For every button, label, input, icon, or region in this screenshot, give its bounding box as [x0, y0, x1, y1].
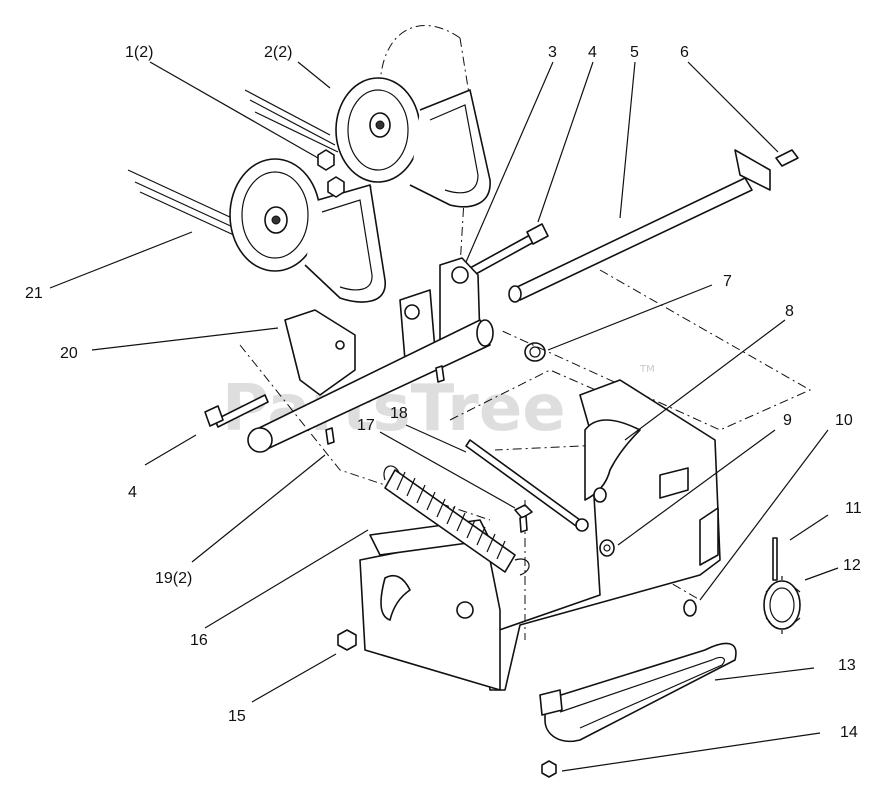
- rod-18: [465, 439, 589, 532]
- callout-18: 18: [390, 405, 408, 422]
- pivot-tube: [247, 319, 494, 453]
- handle-13: [539, 642, 737, 742]
- callout-6: 6: [680, 44, 689, 61]
- callout-13: 13: [838, 657, 856, 674]
- pin-11: [772, 537, 778, 581]
- callout-3: 3: [548, 44, 557, 61]
- callout-14: 14: [840, 724, 858, 741]
- washer-10: [683, 599, 697, 617]
- bolt-17: [514, 504, 533, 533]
- callout-7: 7: [723, 273, 732, 290]
- washer-9: [599, 539, 615, 557]
- nut-1: [317, 149, 345, 198]
- side-plate: [359, 519, 501, 691]
- idler-pulley-upper: [335, 77, 421, 183]
- callout-1: 1(2): [125, 44, 153, 61]
- callout-9: 9: [783, 412, 792, 429]
- belt-upper: [409, 89, 491, 208]
- knob-12: [763, 576, 801, 634]
- bolt-6: [775, 149, 799, 167]
- callout-8: 8: [785, 303, 794, 320]
- spring-16: [383, 465, 530, 576]
- callout-10: 10: [835, 412, 853, 429]
- callout-17: 17: [357, 417, 375, 434]
- shaft-5: [508, 149, 771, 303]
- nut-14: [541, 760, 557, 778]
- callout-15: 15: [228, 708, 246, 725]
- frame-plate-8: [484, 379, 721, 691]
- callout-20: 20: [60, 345, 78, 362]
- callout-21: 21: [25, 285, 43, 302]
- callout-labels: 1(2) 2(2) 3 4 5 6 7 8 9 10 11 12 13 14 1…: [25, 44, 862, 741]
- callout-12: 12: [843, 557, 861, 574]
- screw-19: [325, 365, 445, 445]
- bolt-4-upper: [469, 223, 549, 276]
- leader-lines: [49, 61, 839, 772]
- idler-pulley-lower: [229, 158, 321, 272]
- callout-4-bottom: 4: [128, 484, 137, 501]
- bushing-7: [524, 342, 546, 362]
- bolt-4-lower: [204, 394, 269, 428]
- nut-15: [337, 629, 357, 651]
- callout-11: 11: [845, 500, 862, 517]
- watermark-trademark: TM: [639, 364, 655, 375]
- callout-4-top: 4: [588, 44, 597, 61]
- callout-16: 16: [190, 632, 208, 649]
- bracket-20: [284, 309, 356, 396]
- deck-belt-lines: [127, 89, 339, 237]
- callout-5: 5: [630, 44, 639, 61]
- callout-19: 19(2): [155, 570, 192, 587]
- belt-lower: [304, 184, 386, 303]
- callout-2: 2(2): [264, 44, 292, 61]
